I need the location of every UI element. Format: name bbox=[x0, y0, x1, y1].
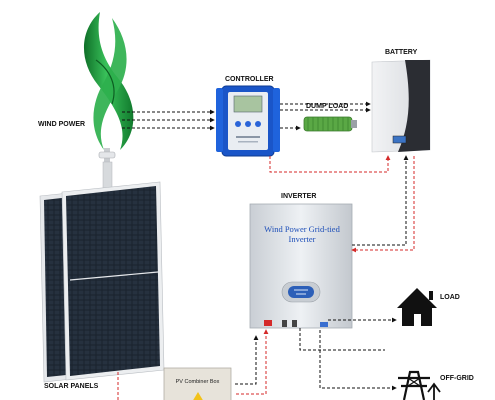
dump-load-resistor-icon bbox=[303, 116, 357, 132]
wind-turbine-icon bbox=[83, 12, 134, 203]
off-grid-label: OFF-GRID bbox=[440, 375, 474, 382]
dump-load-label: DUMP LOAD bbox=[306, 103, 349, 110]
inverter-title: Wind Power Grid-tied Inverter bbox=[264, 224, 340, 244]
inverter-label: INVERTER bbox=[281, 193, 317, 200]
battery-icon bbox=[371, 59, 431, 153]
inverter-icon bbox=[249, 203, 353, 329]
flow-lines bbox=[122, 101, 409, 391]
battery-label: BATTERY bbox=[385, 49, 418, 56]
house-icon bbox=[397, 288, 437, 326]
power-tower-icon bbox=[398, 370, 441, 400]
wind-power-label: WIND POWER bbox=[38, 121, 86, 128]
flow-lines-red bbox=[117, 155, 415, 400]
pv-combiner-box-label: PV Combiner Box bbox=[175, 379, 220, 385]
solar-panels-label: SOLAR PANELS bbox=[44, 383, 99, 390]
controller-device-icon bbox=[216, 85, 280, 157]
warning-icon bbox=[193, 392, 203, 400]
solar-panel-icon bbox=[39, 181, 165, 383]
controller-label: CONTROLLER bbox=[225, 76, 274, 83]
combiner-box-icon bbox=[163, 367, 232, 400]
load-label: LOAD bbox=[440, 294, 460, 301]
